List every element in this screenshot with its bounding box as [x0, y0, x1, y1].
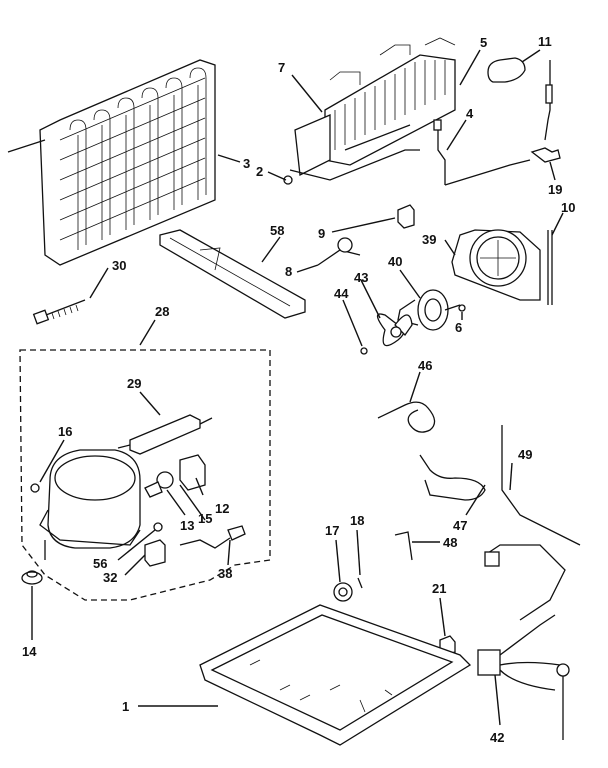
screw-56 [153, 522, 163, 532]
label-43: 43 [354, 270, 368, 285]
label-8: 8 [285, 264, 292, 279]
part-8 [317, 237, 361, 266]
wire-harness-42 [477, 544, 570, 740]
label-49: 49 [518, 447, 532, 462]
label-16: 16 [58, 424, 72, 439]
compressor [39, 449, 141, 560]
fan-blade [376, 313, 413, 347]
label-18: 18 [350, 513, 364, 528]
bracket-9 [397, 204, 415, 229]
fan-motor [397, 289, 461, 331]
label-46: 46 [418, 358, 432, 373]
cap-part [487, 57, 526, 83]
label-4: 4 [466, 106, 474, 121]
tube-coil-46 [377, 401, 436, 433]
label-9: 9 [318, 226, 325, 241]
roller-17 [333, 582, 353, 602]
label-10: 10 [561, 200, 575, 215]
drain-pan [159, 229, 306, 319]
control-assembly [289, 37, 456, 181]
label-5: 5 [480, 35, 487, 50]
label-40: 40 [388, 254, 402, 269]
label-48: 48 [443, 535, 457, 550]
screw-2 [283, 175, 293, 185]
part-number-labels: 3 7 5 11 4 2 19 10 9 58 8 39 40 43 44 6 … [22, 34, 575, 745]
label-13: 13 [180, 518, 194, 533]
label-29: 29 [127, 376, 141, 391]
label-38: 38 [218, 566, 232, 581]
wire-harness-38 [179, 525, 246, 549]
leader-lines [31, 49, 564, 726]
label-42: 42 [490, 730, 504, 745]
screw-18 [357, 577, 363, 589]
label-12: 12 [215, 501, 229, 516]
relay-assembly [144, 454, 206, 498]
probe-wire [544, 60, 553, 305]
label-15: 15 [198, 511, 212, 526]
label-39: 39 [422, 232, 436, 247]
label-32: 32 [103, 570, 117, 585]
label-30: 30 [112, 258, 126, 273]
label-44: 44 [334, 286, 349, 301]
compressor-assembly-boundary [19, 349, 271, 601]
clip-part [530, 147, 561, 163]
screw-44 [360, 347, 368, 355]
part-32 [144, 539, 166, 567]
label-14: 14 [22, 644, 37, 659]
condenser-coil [7, 59, 216, 266]
label-56: 56 [93, 556, 107, 571]
screw-6 [458, 304, 466, 312]
label-2: 2 [256, 164, 263, 179]
label-11: 11 [538, 34, 552, 49]
label-58: 58 [270, 223, 284, 238]
label-6: 6 [455, 320, 462, 335]
bolt-30 [32, 299, 86, 325]
label-1: 1 [122, 699, 129, 714]
capacitor-29 [117, 414, 213, 455]
tube-49 [501, 425, 581, 546]
label-47: 47 [453, 518, 467, 533]
base-frame [199, 604, 472, 746]
label-3: 3 [243, 156, 250, 171]
fan-shroud [451, 229, 541, 301]
screw-16 [30, 483, 40, 493]
label-19: 19 [548, 182, 562, 197]
grommet-14 [21, 570, 43, 585]
clip-48 [394, 531, 413, 561]
label-17: 17 [325, 523, 339, 538]
tube-47 [419, 454, 486, 501]
label-7: 7 [278, 60, 285, 75]
label-28: 28 [155, 304, 169, 319]
thermistor [433, 119, 531, 186]
label-21: 21 [432, 581, 446, 596]
